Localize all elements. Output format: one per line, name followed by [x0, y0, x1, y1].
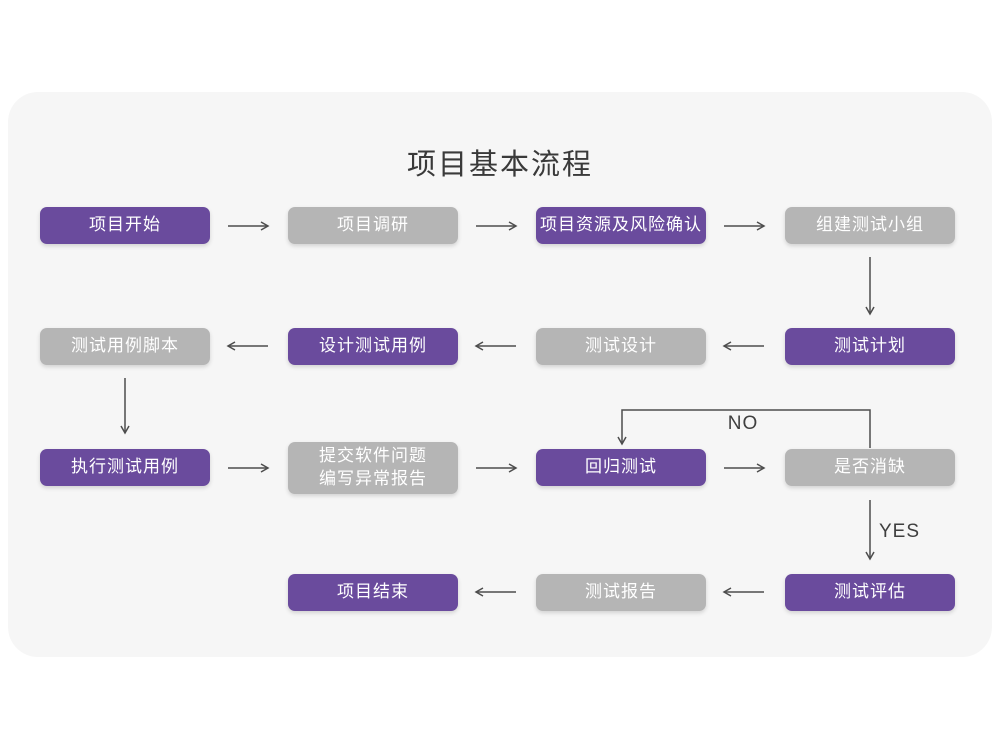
node-test-design: 测试设计	[536, 328, 706, 365]
node-test-report: 测试报告	[536, 574, 706, 611]
node-defect-cleared-check: 是否消缺	[785, 449, 955, 486]
node-execute-test-cases: 执行测试用例	[40, 449, 210, 486]
node-resource-risk-confirm: 项目资源及风险确认	[536, 207, 706, 244]
node-test-case-script: 测试用例脚本	[40, 328, 210, 365]
edge-label-yes: YES	[879, 521, 921, 542]
node-test-plan: 测试计划	[785, 328, 955, 365]
node-project-end: 项目结束	[288, 574, 458, 611]
node-submit-issue-report: 提交软件问题 编写异常报告	[288, 442, 458, 494]
node-project-research: 项目调研	[288, 207, 458, 244]
flowchart-card	[8, 92, 992, 657]
node-project-start: 项目开始	[40, 207, 210, 244]
node-test-evaluation: 测试评估	[785, 574, 955, 611]
diagram-title: 项目基本流程	[406, 149, 593, 181]
node-design-test-cases: 设计测试用例	[288, 328, 458, 365]
node-regression-test: 回归测试	[536, 449, 706, 486]
node-build-test-team: 组建测试小组	[785, 207, 955, 244]
edge-label-no: NO	[727, 413, 759, 434]
